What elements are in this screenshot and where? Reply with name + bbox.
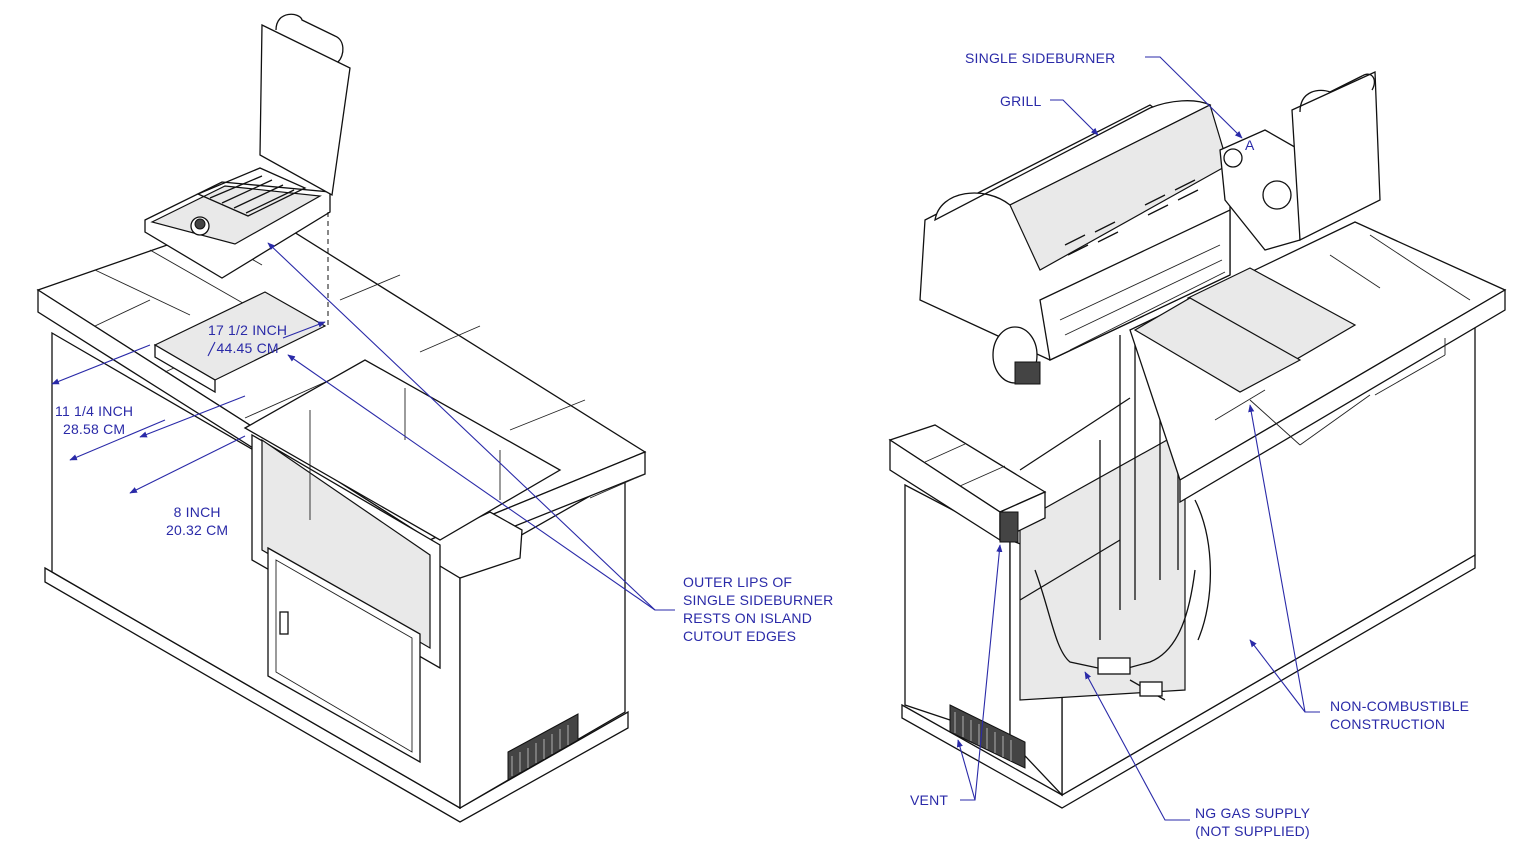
right-sideburner-knob xyxy=(1223,148,1243,168)
dim-11-25-inch: 11 1/4 INCH xyxy=(55,403,134,419)
left-cutout-wall xyxy=(154,343,216,394)
left-grill-opening xyxy=(261,438,431,650)
left-dimension-lines xyxy=(51,242,675,611)
non-combustible-line-1: NON-COMBUSTIBLE xyxy=(1330,698,1470,714)
right-sideburner-lid xyxy=(1291,71,1381,242)
right-leader-lines xyxy=(956,56,1320,821)
right-grill-cutout xyxy=(1133,297,1302,393)
dim-17-5-cm: 44.45 CM xyxy=(216,340,279,356)
non-combustible-label: NON-COMBUSTIBLE CONSTRUCTION xyxy=(1330,697,1469,733)
right-long-edge xyxy=(1179,288,1506,504)
dim-17-5-label: 17 1/2 INCH 44.45 CM xyxy=(208,321,287,357)
right-grill xyxy=(919,100,1231,385)
gas-supply-line-2: (NOT SUPPLIED) xyxy=(1195,823,1310,839)
gas-fitting xyxy=(1139,681,1163,697)
right-island xyxy=(888,221,1507,809)
non-combustible-line-2: CONSTRUCTION xyxy=(1330,716,1446,732)
grill-vent-slots xyxy=(1064,179,1199,256)
grill-regulator xyxy=(1014,361,1041,385)
outer-lips-line-3: RESTS ON ISLAND xyxy=(683,610,813,626)
right-upper-vent xyxy=(999,511,1019,543)
gas-hose-right xyxy=(1127,569,1196,669)
dim-11-25-cm: 28.58 CM xyxy=(62,421,126,437)
dim-8-label: 8 INCH 20.32 CM xyxy=(166,503,228,539)
grill-label: GRILL xyxy=(1000,93,1042,109)
right-lid-handle xyxy=(1299,73,1376,113)
right-sideburner-burner xyxy=(1262,180,1292,210)
right-tile-grid xyxy=(1214,234,1471,446)
detail-marker-a: A xyxy=(1245,137,1255,153)
gas-supply-label: NG GAS SUPPLY (NOT SUPPLIED) xyxy=(1195,804,1310,840)
left-sideburner xyxy=(144,13,351,325)
dim-8-inch: 8 INCH xyxy=(173,504,221,520)
left-grill-cutout xyxy=(243,359,562,541)
left-access-door xyxy=(267,546,421,764)
outer-lips-line-1: OUTER LIPS OF xyxy=(683,574,793,590)
left-sideburner-lid xyxy=(259,23,351,197)
outer-lips-note: OUTER LIPS OF SINGLE SIDEBURNER RESTS ON… xyxy=(683,573,833,645)
left-door-inner xyxy=(275,559,413,753)
left-island xyxy=(36,211,647,823)
gas-supply-line-1: NG GAS SUPPLY xyxy=(1195,805,1311,821)
left-door-handle xyxy=(279,611,289,635)
outer-lips-line-2: SINGLE SIDEBURNER xyxy=(683,592,834,608)
dim-17-5-inch: 17 1/2 INCH xyxy=(208,322,288,338)
right-vent-grille xyxy=(949,704,1026,769)
vent-label: VENT xyxy=(910,792,949,808)
gas-hose-left xyxy=(1034,569,1099,669)
left-sideburner-grate xyxy=(196,167,307,217)
single-sideburner-label: SINGLE SIDEBURNER xyxy=(965,50,1116,66)
left-lid-handle xyxy=(275,13,344,63)
gas-valve xyxy=(1097,657,1131,675)
right-sideburner xyxy=(1219,71,1381,251)
gas-line-interior xyxy=(1194,499,1212,641)
right-interior xyxy=(1019,428,1186,701)
dim-8-cm: 20.32 CM xyxy=(166,522,229,538)
outer-lips-line-4: CUTOUT EDGES xyxy=(683,628,797,644)
left-vent-grille xyxy=(507,713,579,781)
dim-11-25-label: 11 1/4 INCH 28.58 CM xyxy=(55,402,133,438)
